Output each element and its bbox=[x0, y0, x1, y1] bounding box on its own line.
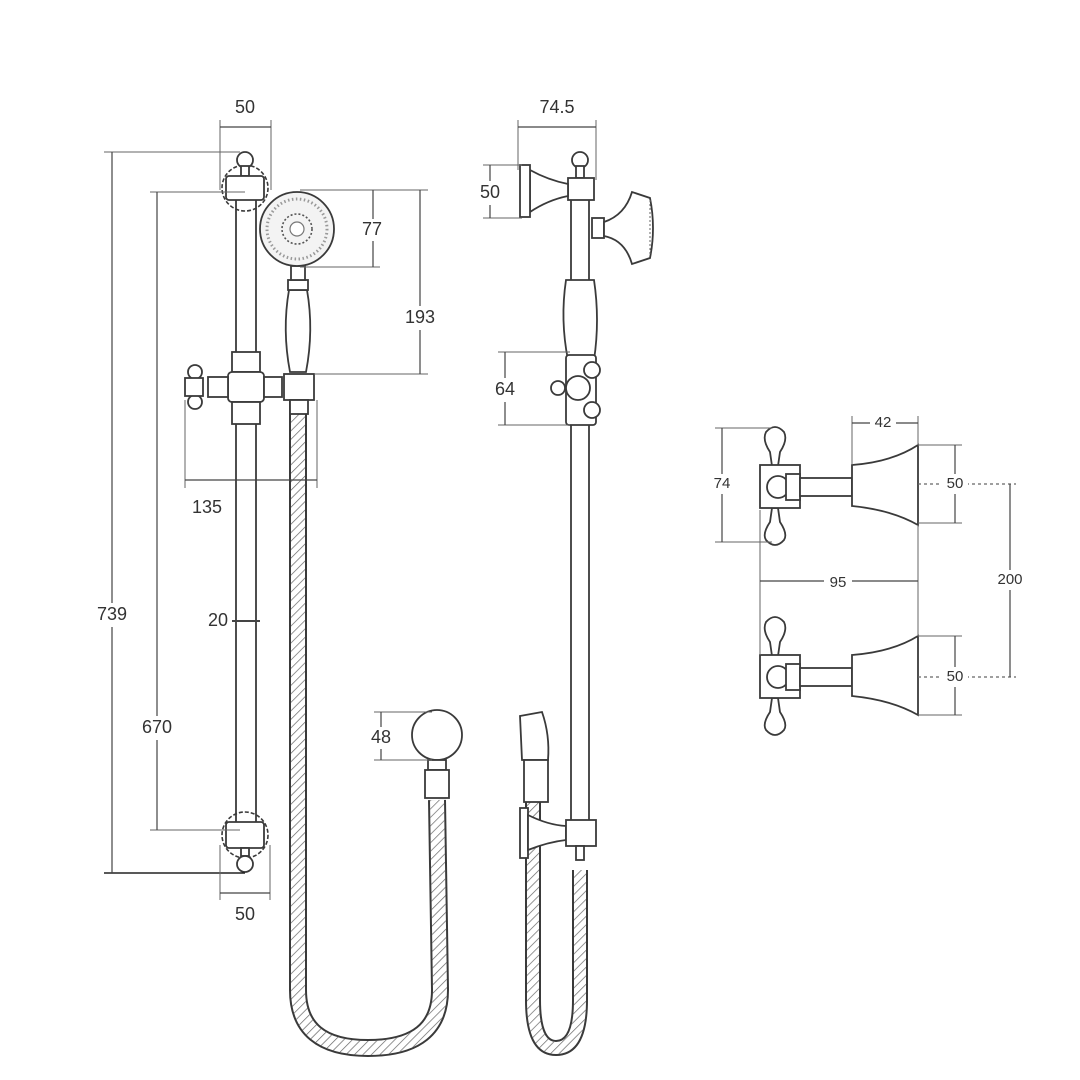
dim-side-bracket: 50 bbox=[475, 164, 522, 219]
dim-valve-projection: 95 bbox=[759, 510, 919, 655]
svg-text:50: 50 bbox=[947, 475, 964, 492]
svg-text:739: 739 bbox=[97, 604, 127, 624]
hand-shower bbox=[259, 191, 335, 373]
valve-view: 42 74 50 200 95 50 bbox=[710, 413, 1026, 736]
dim-bracket-centres: 670 bbox=[135, 191, 245, 831]
svg-text:670: 670 bbox=[142, 717, 172, 737]
slider bbox=[184, 351, 315, 425]
dim-valve-centres: 200 bbox=[994, 484, 1026, 677]
svg-text:50: 50 bbox=[480, 182, 500, 202]
hose bbox=[289, 400, 450, 1058]
dim-overall-height: 739 bbox=[92, 151, 245, 874]
svg-text:74.5: 74.5 bbox=[539, 97, 574, 117]
dim-rail-diameter: 20 bbox=[208, 610, 260, 630]
side-hand-shower bbox=[562, 190, 654, 361]
dim-top-bracket: 50 bbox=[219, 97, 272, 190]
dim-side-projection: 74.5 bbox=[517, 97, 597, 180]
dim-flange-depth: 42 bbox=[851, 413, 919, 465]
svg-text:50: 50 bbox=[947, 668, 964, 685]
svg-text:95: 95 bbox=[830, 574, 847, 591]
svg-text:48: 48 bbox=[371, 727, 391, 747]
dim-top-flange: 50 bbox=[918, 444, 968, 524]
svg-text:64: 64 bbox=[495, 379, 515, 399]
svg-text:50: 50 bbox=[235, 97, 255, 117]
dim-slider-projection: 135 bbox=[184, 400, 318, 517]
side-hose bbox=[525, 800, 588, 1057]
valve-bottom bbox=[759, 616, 919, 736]
side-slider bbox=[550, 354, 601, 426]
rail bbox=[235, 194, 257, 836]
dim-head-diameter: 77 bbox=[300, 189, 428, 268]
svg-text:42: 42 bbox=[875, 414, 892, 431]
svg-text:20: 20 bbox=[208, 610, 228, 630]
front-view: 50 739 670 77 193 135 bbox=[92, 97, 463, 1058]
wall-outlet bbox=[411, 709, 463, 799]
side-wall-outlet bbox=[519, 710, 597, 861]
bottom-bracket bbox=[221, 811, 269, 873]
side-top-bracket bbox=[519, 151, 595, 218]
dim-handset-length: 193 bbox=[314, 190, 442, 375]
svg-text:200: 200 bbox=[997, 571, 1022, 588]
svg-text:193: 193 bbox=[405, 307, 435, 327]
dim-wall-outlet: 48 bbox=[366, 711, 432, 761]
top-bracket bbox=[221, 151, 269, 212]
dim-side-slider: 64 bbox=[490, 351, 570, 426]
dim-bottom-flange: 50 bbox=[918, 635, 968, 716]
side-view: 74.5 50 64 bbox=[475, 97, 654, 1057]
valve-top bbox=[759, 426, 919, 546]
svg-text:74: 74 bbox=[714, 475, 731, 492]
svg-text:135: 135 bbox=[192, 497, 222, 517]
svg-text:50: 50 bbox=[235, 904, 255, 924]
svg-text:77: 77 bbox=[362, 219, 382, 239]
dim-handle-height: 74 bbox=[710, 427, 772, 543]
dim-bottom-bracket: 50 bbox=[219, 845, 271, 924]
